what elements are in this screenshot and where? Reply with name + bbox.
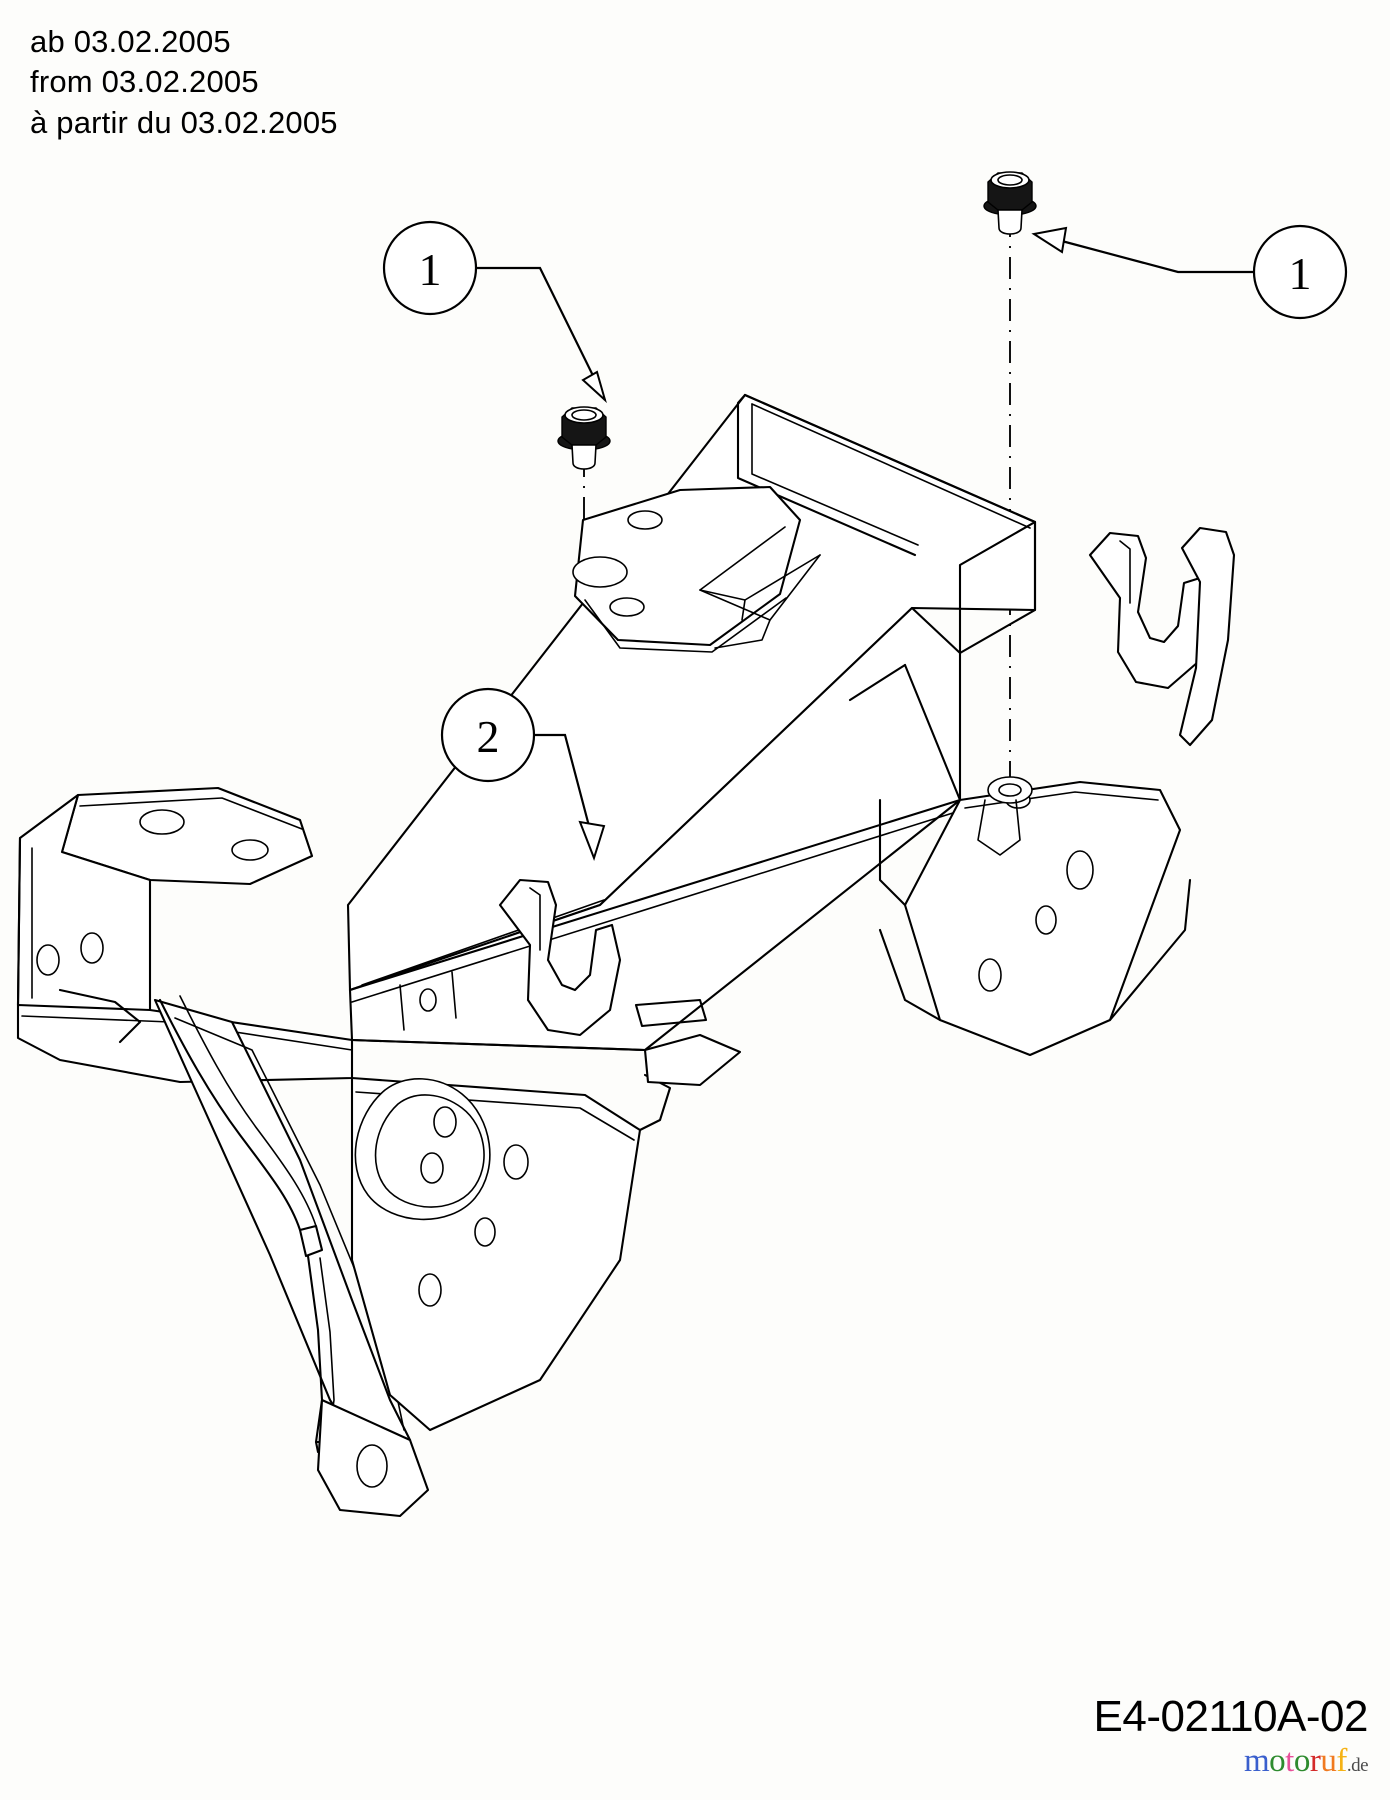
watermark-suffix: .de xyxy=(1346,1755,1369,1776)
deck-hook-left-a xyxy=(498,878,622,1037)
bracket-stiffener-c xyxy=(714,619,771,649)
motoruf-watermark: motoruf.de xyxy=(1244,1743,1369,1779)
left-horn-hole-2 xyxy=(231,839,269,861)
bracket-stiffener-d xyxy=(741,599,746,621)
callout-1-right-arrowhead xyxy=(1031,226,1068,254)
frame-weldment xyxy=(16,393,1236,1518)
bolt-right-head-bore xyxy=(997,174,1023,186)
watermark-letter: u xyxy=(1320,1743,1337,1779)
lower-plate-hole-3 xyxy=(418,1273,442,1307)
rear-gusset-arm xyxy=(1108,878,1192,1022)
callout-2-number: 2 xyxy=(477,711,500,762)
bracket-upper-plate-edge xyxy=(584,597,787,653)
frame-foot-hole xyxy=(356,1444,388,1488)
watermark-letter: m xyxy=(1243,1743,1270,1779)
rail-hole-small xyxy=(419,988,437,1012)
bolt-right-shank xyxy=(997,209,1023,235)
frame-tube-left-cap xyxy=(298,1224,324,1258)
callout-2-circle[interactable] xyxy=(440,687,536,783)
callout-1-left[interactable]: 1 xyxy=(382,220,607,404)
bolt-left xyxy=(557,406,611,470)
frame-tube-left xyxy=(158,998,302,1232)
twin-hole-1 xyxy=(433,1106,457,1138)
left-panel-hole-2 xyxy=(80,932,104,964)
watermark-letter: r xyxy=(1309,1743,1321,1779)
rail-slot xyxy=(634,998,708,1028)
rear-gusset-hole-4 xyxy=(978,958,1002,992)
frame-left-horn-fold xyxy=(79,797,303,830)
frame-top-lip-outer xyxy=(736,393,917,557)
frame-top-lip-inner xyxy=(751,403,919,546)
rear-web-plate-2 xyxy=(878,928,942,1022)
left-horn-hole-1 xyxy=(139,809,185,835)
left-panel-hole-1 xyxy=(36,944,60,976)
deck-hook-right-a xyxy=(1088,531,1210,690)
frame-rail-long-edge-a xyxy=(348,798,962,992)
lower-plate-hole-2 xyxy=(474,1217,496,1247)
watermark-letter: f xyxy=(1336,1743,1347,1779)
rear-gusset-hole-3 xyxy=(1035,905,1057,935)
callout-1-right-circle[interactable] xyxy=(1252,224,1348,320)
twin-hole-boss-inner xyxy=(374,1094,485,1208)
bolt-right xyxy=(983,171,1037,235)
right-bolt-boss-inner xyxy=(998,783,1022,797)
watermark-letter: o xyxy=(1269,1743,1286,1779)
callout-1-left-circle[interactable] xyxy=(382,220,478,316)
frame-tube-thin-tail xyxy=(306,1254,324,1444)
frame-left-deck-notch xyxy=(58,988,142,1044)
frame-rail-long-edge-b xyxy=(351,811,957,1003)
frame-top-lip-edge-2 xyxy=(751,403,1031,529)
bracket-upper-hole-small xyxy=(627,510,663,530)
bottom-spine xyxy=(643,1033,742,1087)
rail-cut-b xyxy=(451,971,457,1019)
bolt-left-shank xyxy=(571,444,597,470)
rail-cut-a xyxy=(399,984,405,1031)
watermark-letter: o xyxy=(1293,1743,1311,1779)
lower-plate-hole-1 xyxy=(503,1144,529,1180)
frame-corner-gusset-2 xyxy=(848,663,907,702)
callout-1-right[interactable]: 1 xyxy=(1031,224,1348,320)
callout-1-left-leader xyxy=(476,266,606,401)
callout-2-arrowhead xyxy=(578,820,606,862)
frame-corner-gusset xyxy=(903,663,962,802)
deck-hook-right-a-inner xyxy=(1119,540,1131,604)
frame-left-panel-edge xyxy=(16,836,22,1007)
bracket-stiffener-a xyxy=(699,526,821,601)
callout-1-left-number: 1 xyxy=(419,244,442,295)
right-boss-bracket xyxy=(977,799,1021,856)
frame-top-lip-edge xyxy=(743,393,1037,524)
deck-hook-right-b xyxy=(1178,526,1236,747)
rear-gusset-hole-2 xyxy=(1066,850,1094,890)
revision-date-header: ab 03.02.2005 from 03.02.2005 à partir d… xyxy=(30,22,338,143)
twin-hole-2 xyxy=(420,1152,444,1184)
header-line-de: ab 03.02.2005 xyxy=(30,24,231,59)
frame-right-end-fold xyxy=(959,521,1036,566)
bolt-left-head-bore xyxy=(571,409,597,421)
watermark-letters: motoruf xyxy=(1244,1743,1347,1779)
rear-web-plate xyxy=(878,798,907,907)
callout-1-left-arrowhead xyxy=(581,370,607,404)
deck-hook-left-a-inner xyxy=(529,887,541,951)
callout-2[interactable]: 2 xyxy=(440,687,606,862)
header-line-fr: à partir du 03.02.2005 xyxy=(30,104,338,140)
callout-1-right-number: 1 xyxy=(1289,248,1312,299)
frame-rail-fold-upper xyxy=(361,899,605,986)
header-line-en: from 03.02.2005 xyxy=(30,64,259,100)
frame-rail-lower-edge xyxy=(350,1038,647,1052)
bracket-upper-hole-small-2 xyxy=(609,597,645,617)
callout-2-leader xyxy=(534,733,596,846)
part-number-label: E4-02110A-02 xyxy=(1093,1692,1369,1741)
callout-1-right-leader xyxy=(1057,238,1254,274)
watermark-letter: t xyxy=(1285,1743,1294,1779)
bracket-upper-hole-large xyxy=(572,556,628,588)
frame-tube-left-2 xyxy=(179,995,317,1227)
